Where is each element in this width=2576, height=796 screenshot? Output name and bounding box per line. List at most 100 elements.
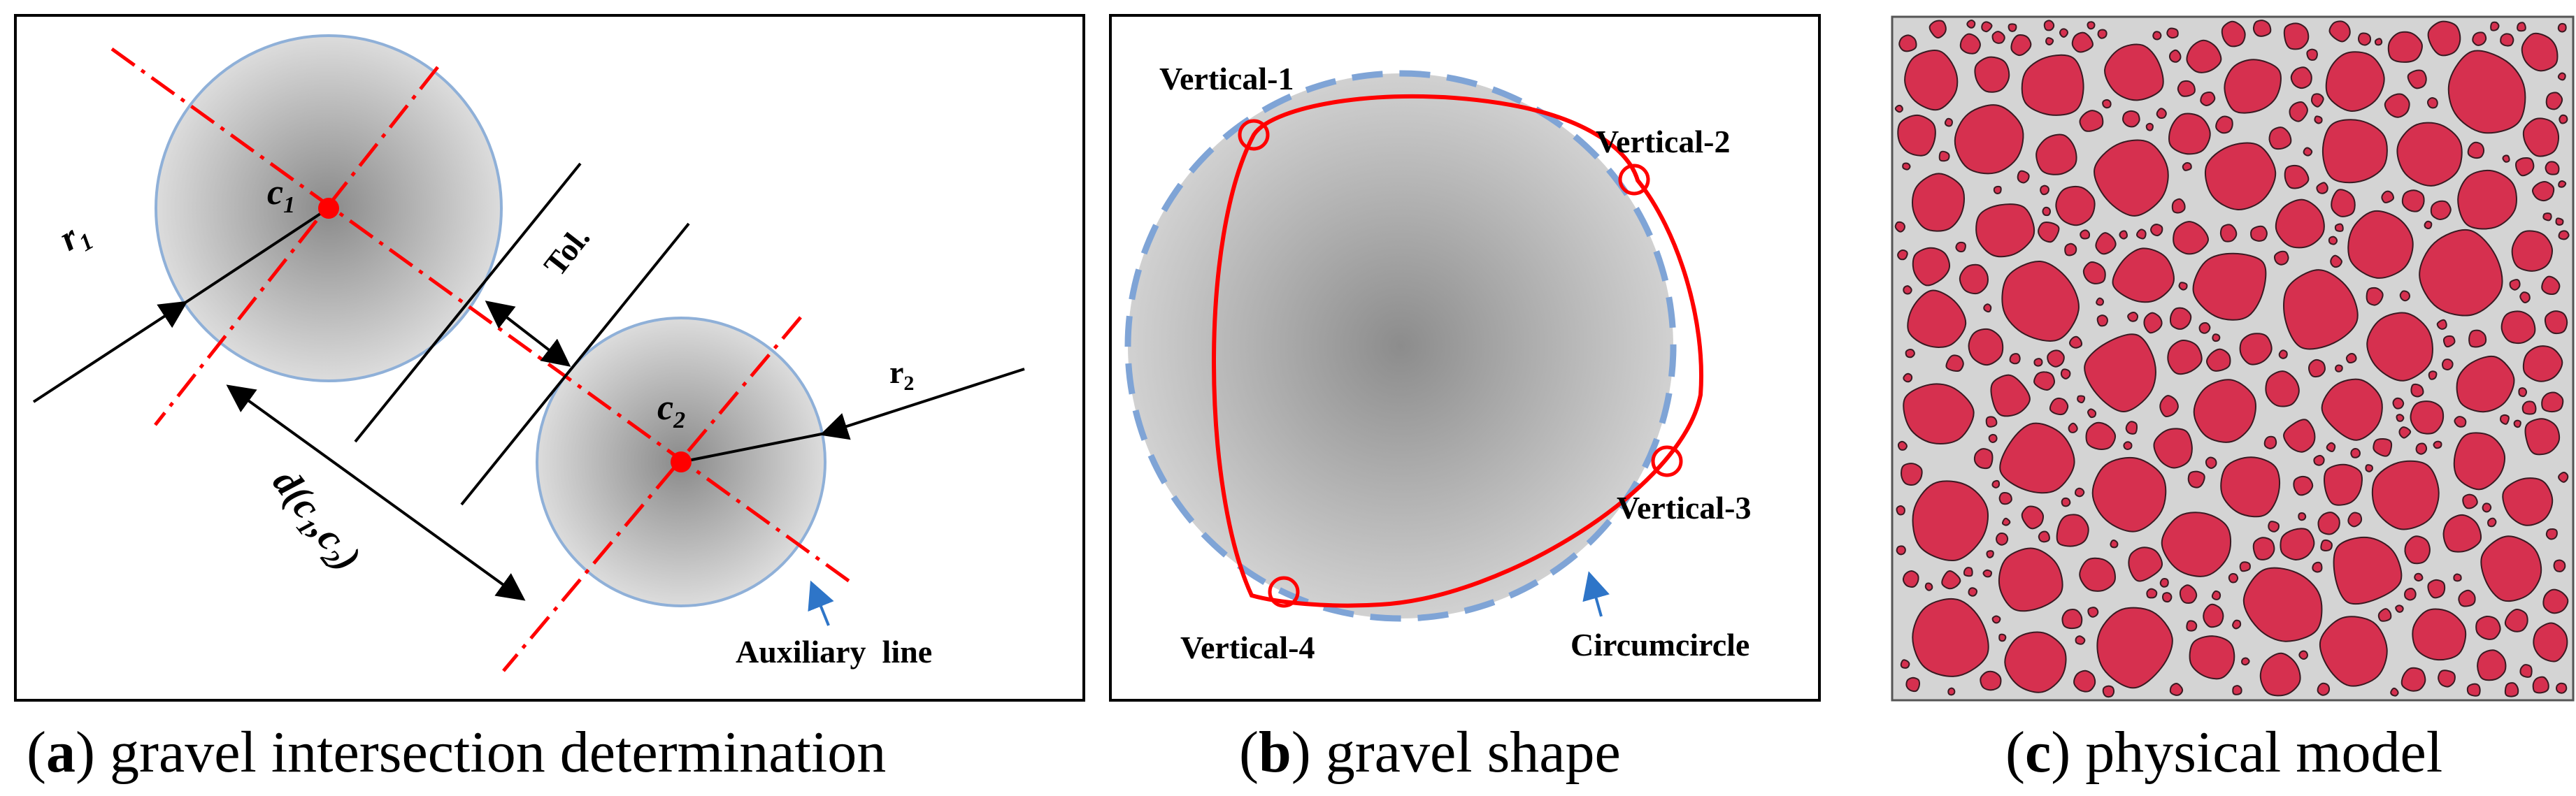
gravel-particle (2087, 21, 2096, 30)
gravel-particle (2430, 200, 2452, 220)
gravel-particle (2283, 22, 2310, 50)
gravel-particle (2558, 180, 2567, 188)
gravel-particle (1973, 448, 1994, 470)
gravel-particle (2127, 311, 2139, 322)
gravel-particle (2316, 182, 2328, 194)
gravel-particle (1912, 480, 1989, 561)
circumcircle (1124, 70, 1677, 622)
label-vertical-3: Vertical-3 (1617, 490, 1751, 526)
gravel-particle (2350, 448, 2361, 458)
gravel-particle (2317, 682, 2331, 696)
gravel-particle (2205, 456, 2217, 469)
gravel-outline (1212, 94, 1703, 608)
gravel-particle (1998, 547, 2063, 612)
gravel-particle (2312, 561, 2323, 573)
gravel-particle (2317, 512, 2340, 535)
gravel-particle (2500, 310, 2536, 345)
gravel-particle (2502, 477, 2554, 526)
gravel-particle (2456, 355, 2515, 413)
gravel-particle (2524, 418, 2561, 456)
gravel-particle (2387, 31, 2423, 63)
gravel-particle (2553, 559, 2566, 572)
gravel-particle (2410, 383, 2424, 398)
gravel-particle (2060, 368, 2071, 379)
gravel-particle (2087, 408, 2097, 419)
gravel-particle (2396, 122, 2463, 187)
gravel-particle (2500, 33, 2514, 47)
gravel-particle (2545, 92, 2563, 110)
label-circumcircle: Circumcircle (1570, 627, 1749, 663)
gravel-particle (2532, 676, 2549, 694)
gravel-particle (2252, 20, 2272, 37)
gravel-particle (1983, 303, 1992, 313)
radius-arrow-1 (32, 301, 188, 403)
gravel-particle (2136, 229, 2147, 240)
gravel-particle (2326, 442, 2336, 452)
gravel-particle (2075, 635, 2086, 645)
gravel-particle (2045, 37, 2054, 46)
gravel-particle (2443, 335, 2456, 348)
gravel-particles (1894, 20, 2570, 698)
gravel-particle (2321, 378, 2383, 441)
gravel-particle (2513, 419, 2521, 428)
gravel-particle (2398, 426, 2412, 439)
gravel-particle (1903, 285, 1912, 295)
radius-line-2 (680, 432, 826, 463)
gravel-particle (2306, 48, 2318, 61)
gravel-particle (2442, 514, 2482, 553)
gravel-particle (2122, 110, 2140, 128)
gravel-particle (2433, 440, 2442, 449)
gravel-particle (2290, 66, 2312, 89)
gravel-particle (2186, 620, 2198, 632)
gravel-particle (1982, 569, 1993, 578)
gravel-particle (2310, 93, 2324, 108)
gravel-particle (1894, 221, 1905, 233)
gravel-particle (2521, 400, 2537, 415)
gravel-particle (2033, 358, 2043, 367)
panel-a-frame (14, 14, 1085, 702)
gravel-particle (2428, 370, 2438, 380)
gravel-particle (2366, 312, 2433, 382)
gravel-particle (2189, 635, 2235, 680)
gravel-particle (1947, 687, 1956, 696)
panel-b: Vertical-1 Vertical-2 Vertical-3 Vertica… (1109, 14, 1821, 702)
gravel-particle (2480, 535, 2542, 602)
gravel-particle (2533, 622, 2568, 663)
gravel-particle (2392, 397, 2405, 410)
gravel-particle (2371, 460, 2440, 530)
gravel-particle (2427, 20, 2461, 57)
gravel-particle (2215, 115, 2233, 134)
gravel-particle (2331, 189, 2356, 217)
gravel-particle (2153, 428, 2193, 469)
gravel-particle (2412, 608, 2467, 661)
label-c2: c2 (657, 388, 685, 433)
gravel-particle (2557, 72, 2566, 81)
gravel-particle (2084, 333, 2156, 413)
radius-line-1 (182, 207, 330, 305)
gravel-particle (2002, 517, 2011, 526)
gravel-particle (2056, 514, 2089, 547)
gravel-particle (2096, 607, 2173, 689)
gravel-particle (2038, 222, 2060, 243)
gravel-particle (2145, 122, 2154, 131)
gravel-particle (2204, 142, 2277, 210)
caption-a: (a) gravel intersection determination (27, 720, 886, 785)
gravel-particle (2263, 435, 2277, 449)
gravel-particle (2241, 657, 2250, 666)
gravel-particle (2075, 487, 2085, 498)
gravel-particle (2128, 547, 2163, 582)
gravel-particle (2220, 456, 2281, 518)
gravel-particle (2042, 206, 2052, 217)
gravel-particle (2427, 97, 2438, 109)
gravel-particle (2427, 579, 2446, 599)
gravel-particle (2040, 184, 2049, 196)
gravel-particle (1968, 328, 2004, 366)
gravel-particle (2239, 333, 2273, 366)
gravel-particle (2298, 650, 2308, 660)
gravel-particle (2169, 307, 2192, 330)
gravel-particle (2221, 20, 2246, 48)
gravel-particle (2071, 31, 2094, 53)
gravel-particle (2004, 631, 2067, 693)
center-point-2 (671, 451, 692, 472)
